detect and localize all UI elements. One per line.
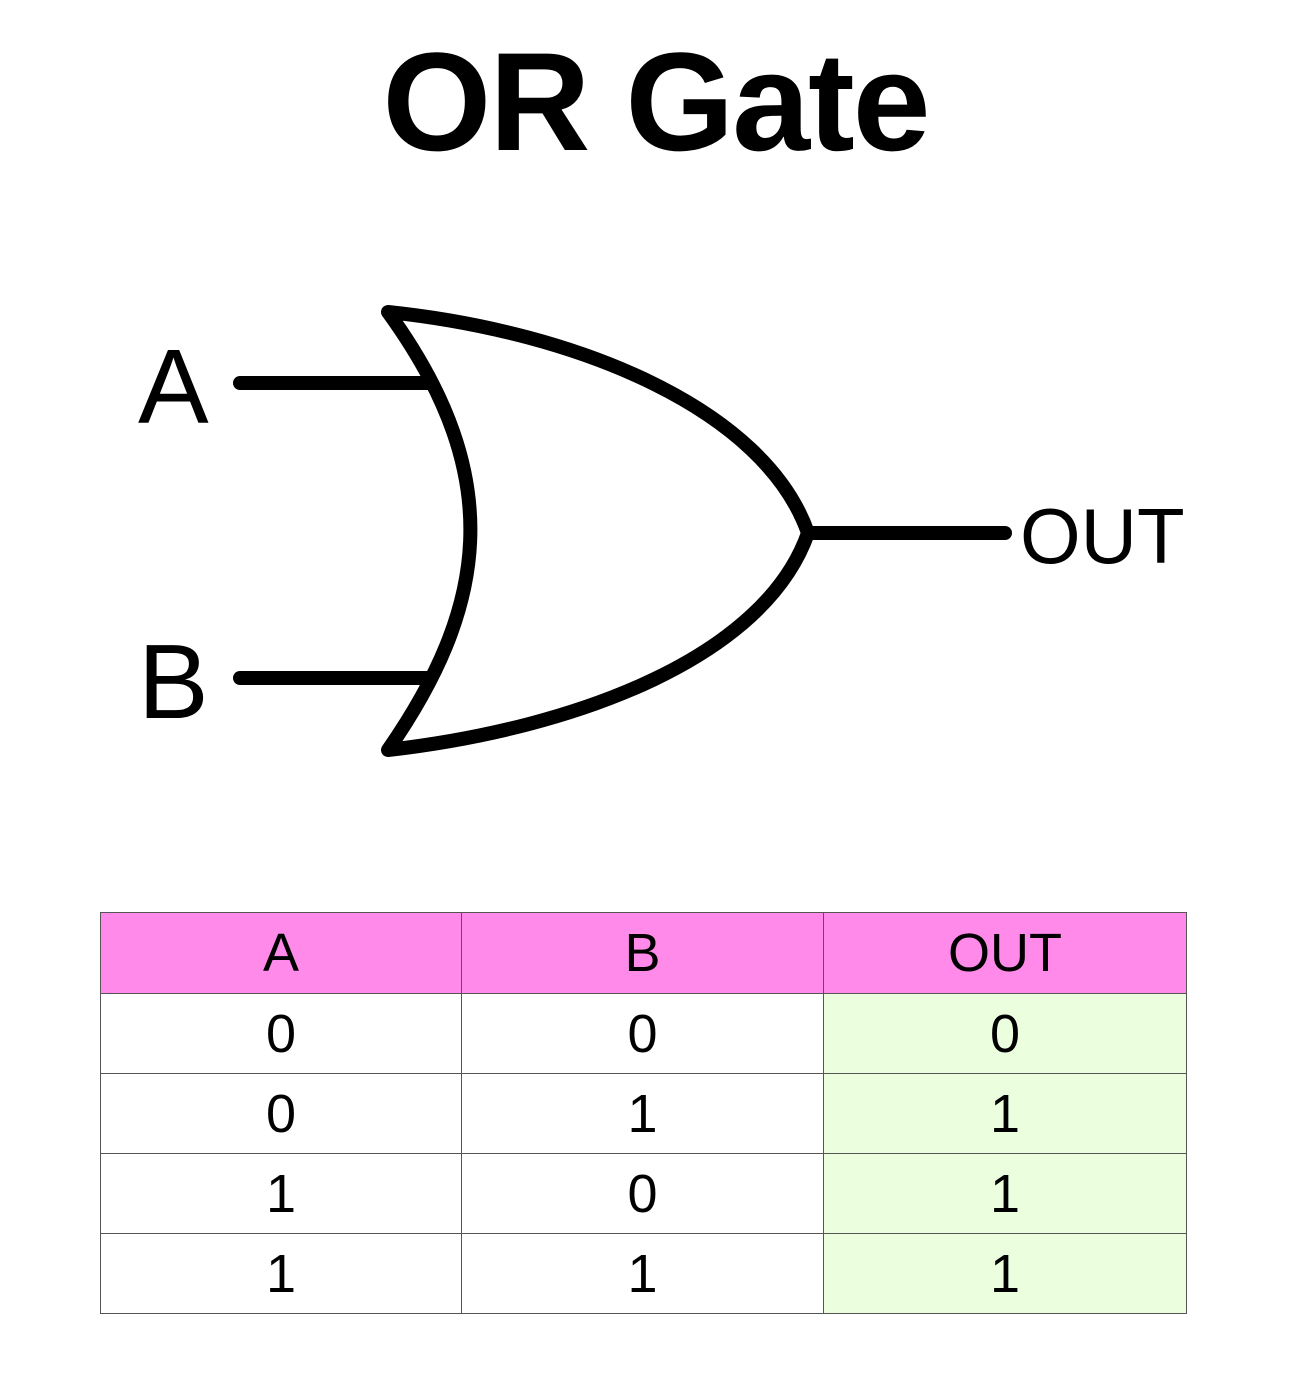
table-row: 0 0 0: [100, 993, 1187, 1074]
table-row: 1 1 1: [100, 1233, 1187, 1314]
cell-a: 0: [100, 993, 462, 1074]
cell-a: 0: [100, 1073, 462, 1154]
input-a-label: A: [138, 328, 209, 446]
table-row: 1 0 1: [100, 1153, 1187, 1234]
cell-b: 0: [461, 1153, 824, 1234]
cell-b: 1: [461, 1233, 824, 1314]
cell-out: 1: [823, 1153, 1187, 1234]
or-gate-body: [381, 305, 815, 757]
cell-out: 1: [823, 1233, 1187, 1314]
cell-b: 0: [461, 993, 824, 1074]
cell-out: 1: [823, 1073, 1187, 1154]
table-row: 0 1 1: [100, 1073, 1187, 1154]
page-title: OR Gate: [382, 23, 930, 180]
cell-out: 0: [823, 993, 1187, 1074]
header-b: B: [461, 912, 824, 994]
input-b-label: B: [138, 623, 209, 741]
truth-table-header-row: A B OUT: [100, 912, 1187, 994]
cell-a: 1: [100, 1153, 462, 1234]
cell-b: 1: [461, 1073, 824, 1154]
header-out: OUT: [823, 912, 1187, 994]
header-a: A: [100, 912, 462, 994]
output-label: OUT: [1020, 492, 1185, 580]
cell-a: 1: [100, 1233, 462, 1314]
truth-table: A B OUT 0 0 0 0 1 1 1 0 1 1 1 1: [100, 912, 1187, 1314]
or-gate-diagram: A B OUT: [138, 305, 1185, 757]
